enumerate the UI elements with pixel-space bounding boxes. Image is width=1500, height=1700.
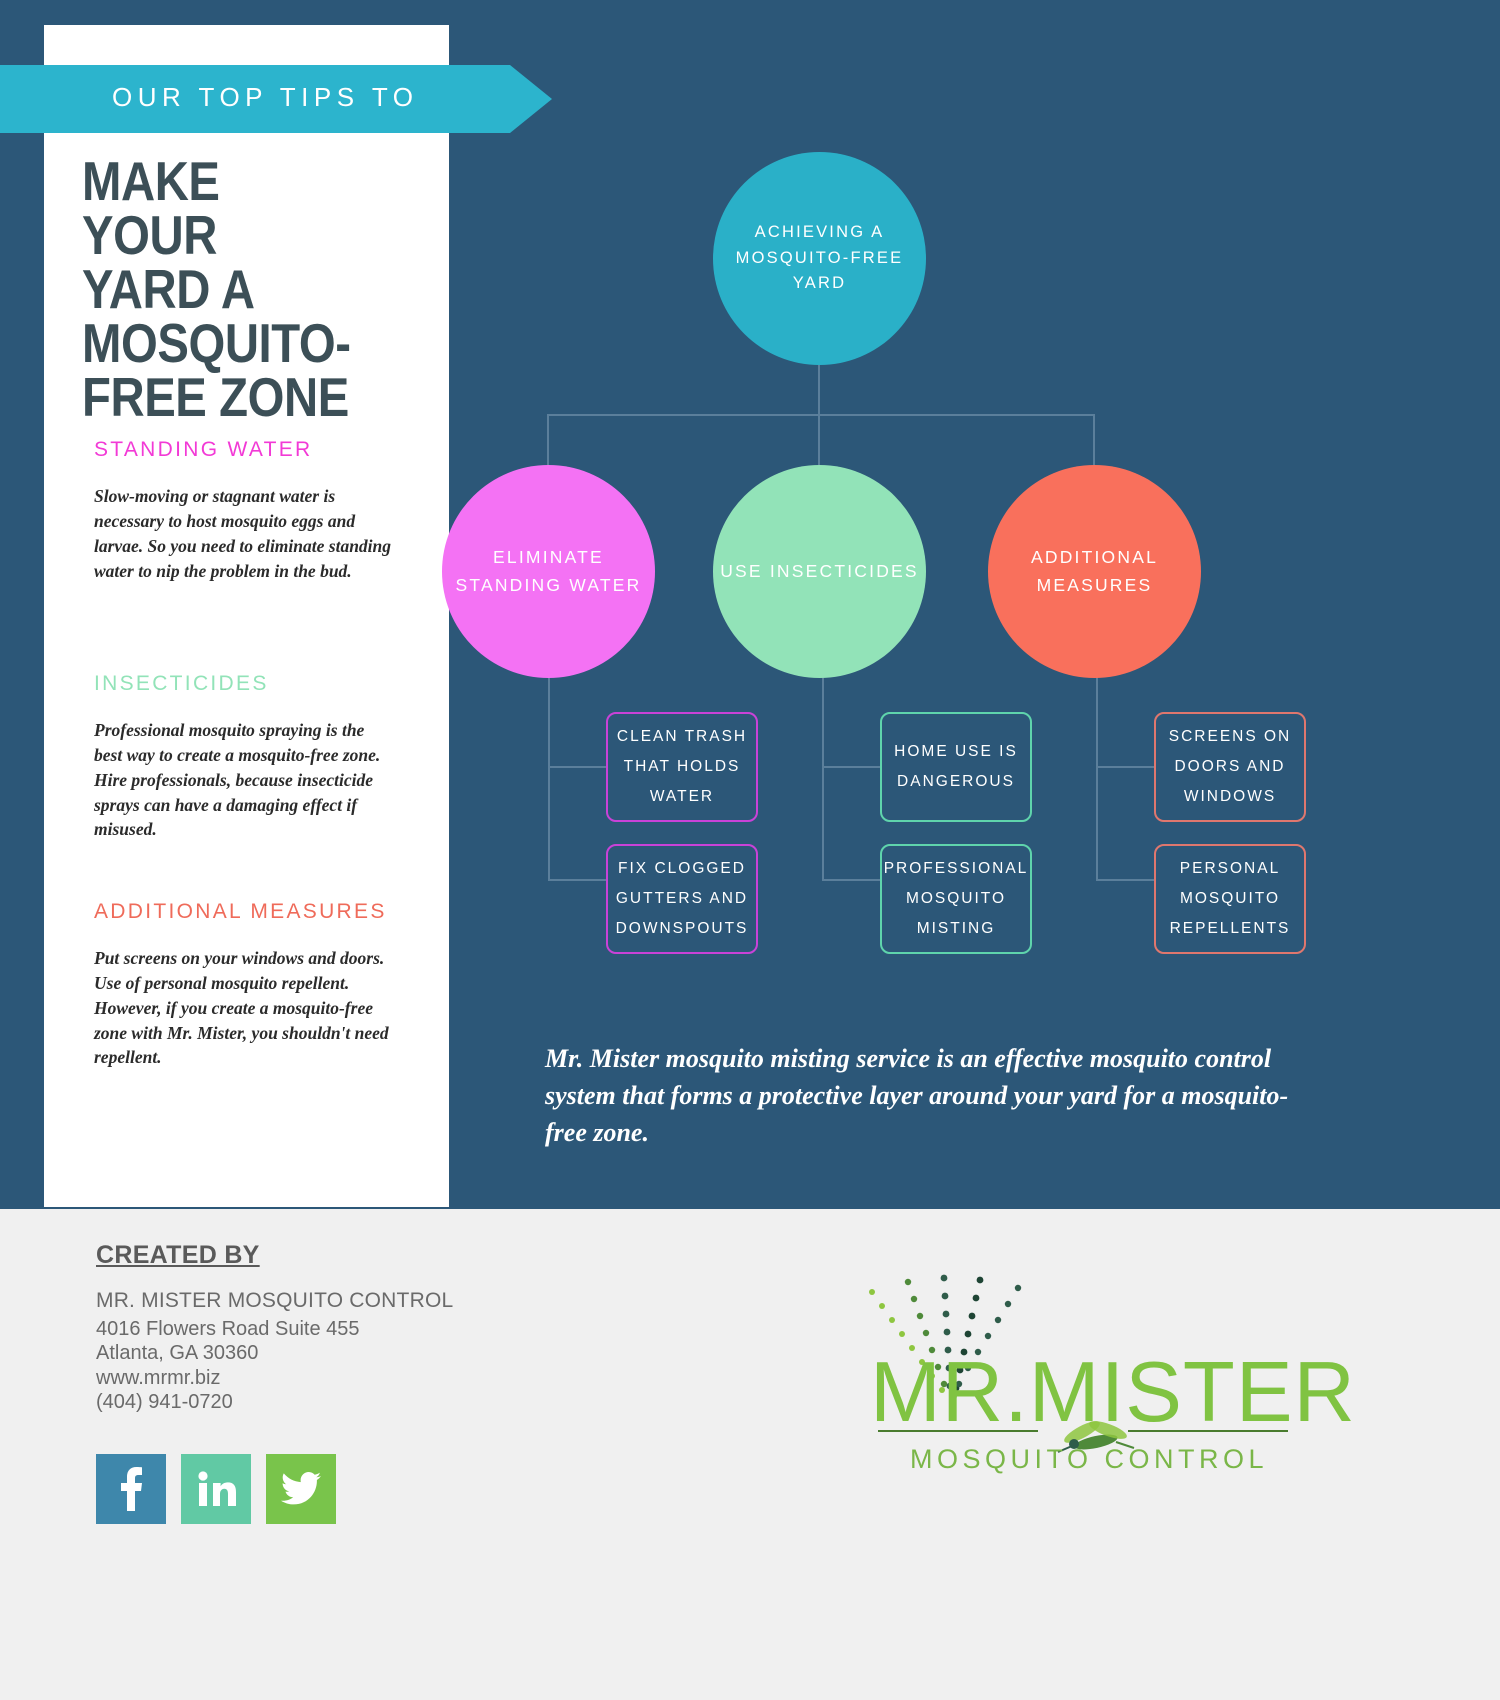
- connector-arm-branch-3-node-2: [1096, 879, 1154, 881]
- connector-stem-branch-1: [548, 676, 550, 881]
- connector-drop-branch-3: [1093, 414, 1095, 466]
- headline-line-3: MOSQUITO-: [82, 311, 351, 374]
- connector-arm-branch-2-node-2: [822, 879, 880, 881]
- diagram-node-branch-1-node-2-label: FIX CLOGGED GUTTERS AND DOWNSPOUTS: [615, 859, 749, 938]
- section-title-additional-measures: ADDITIONAL MEASURES: [94, 900, 387, 923]
- connector-drop-branch-1: [547, 414, 549, 466]
- headline-line-1: MAKE YOUR: [82, 150, 220, 266]
- connector-arm-branch-3-node-1: [1096, 766, 1154, 768]
- connector-drop-branch-2: [818, 414, 820, 466]
- diagram-circle-branch-2-label: USE INSECTICIDES: [720, 560, 919, 581]
- diagram-circle-root[interactable]: ACHIEVING A MOSQUITO-FREE YARD: [713, 152, 926, 365]
- connector-arm-branch-1-node-1: [548, 766, 606, 768]
- ribbon-label: OUR TOP TIPS TO: [112, 82, 419, 112]
- address-line-2: Atlanta, GA 30360: [96, 1342, 259, 1365]
- linkedin-icon[interactable]: [181, 1454, 251, 1524]
- diagram-node-professional-misting[interactable]: PROFESSIONAL MOSQUITO MISTING: [880, 844, 1032, 954]
- diagram-circle-use-insecticides[interactable]: USE INSECTICIDES: [713, 465, 926, 678]
- connector-arm-branch-1-node-2: [548, 879, 606, 881]
- connector-stem-branch-2: [822, 676, 824, 881]
- connector-arm-branch-2-node-1: [822, 766, 880, 768]
- section-title-standing-water: STANDING WATER: [94, 438, 313, 461]
- section-insecticides: INSECTICIDES Professional mosquito spray…: [94, 672, 394, 842]
- logo-rule-right: [1128, 1430, 1288, 1432]
- footer: CREATED BY MR. MISTER MOSQUITO CONTROL 4…: [0, 1207, 1500, 1700]
- diagram-node-personal-repellents[interactable]: PERSONAL MOSQUITO REPELLENTS: [1154, 844, 1306, 954]
- section-body-insecticides: Professional mosquito spraying is the be…: [94, 720, 381, 840]
- logo-sprinkler-icon: [869, 1274, 1022, 1420]
- connector-stem-branch-3: [1096, 676, 1098, 881]
- diagram-node-branch-2-node-2-label: PROFESSIONAL MOSQUITO MISTING: [883, 859, 1029, 938]
- top-tips-ribbon: [0, 65, 510, 133]
- phone-number[interactable]: (404) 941-0720: [96, 1391, 233, 1414]
- twitter-glyph: [281, 1472, 321, 1505]
- diagram-circle-branch-1-label: ELIMINATE STANDING WATER: [455, 547, 642, 595]
- address-line-1: 4016 Flowers Road Suite 455: [96, 1318, 360, 1340]
- diagram-node-fix-clogged-gutters[interactable]: FIX CLOGGED GUTTERS AND DOWNSPOUTS: [606, 844, 758, 954]
- section-title-insecticides: INSECTICIDES: [94, 672, 269, 695]
- social-links: [96, 1454, 336, 1524]
- section-body-additional-measures: Put screens on your windows and doors. U…: [94, 948, 389, 1068]
- connector-root-down: [818, 365, 820, 415]
- diagram-circle-root-label: ACHIEVING A MOSQUITO-FREE YARD: [735, 223, 904, 293]
- section-body-standing-water: Slow-moving or stagnant water is necessa…: [94, 486, 392, 581]
- headline-line-2: YARD A: [82, 257, 255, 320]
- ribbon-arrow-tail: [510, 65, 552, 133]
- mosquito-icon: [1057, 1421, 1135, 1453]
- page-title: MAKE YOUR YARD A MOSQUITO- FREE ZONE: [82, 150, 366, 428]
- lead-paragraph: Mr. Mister mosquito misting service is a…: [545, 1044, 1289, 1148]
- logo-wordmark: MR.MISTER: [870, 1345, 1356, 1440]
- company-name: MR. MISTER MOSQUITO CONTROL: [96, 1289, 454, 1312]
- section-standing-water: STANDING WATER Slow-moving or stagnant w…: [94, 438, 394, 583]
- diagram-node-branch-3-node-1-label: SCREENS ON DOORS AND WINDOWS: [1168, 727, 1292, 806]
- connector-horizontal-bus: [547, 414, 1095, 416]
- created-by-label: CREATED BY: [96, 1241, 260, 1269]
- logo-rule-left: [878, 1430, 1038, 1432]
- diagram-circle-eliminate-standing-water[interactable]: ELIMINATE STANDING WATER: [442, 465, 655, 678]
- diagram-node-branch-1-node-1-label: CLEAN TRASH THAT HOLDS WATER: [616, 727, 748, 806]
- twitter-icon[interactable]: [266, 1454, 336, 1524]
- linkedin-glyph: [198, 1471, 236, 1506]
- diagram-node-home-use-dangerous[interactable]: HOME USE IS DANGEROUS: [880, 712, 1032, 822]
- logo-tagline: MOSQUITO CONTROL: [910, 1444, 1269, 1474]
- diagram-node-clean-trash[interactable]: CLEAN TRASH THAT HOLDS WATER: [606, 712, 758, 822]
- headline-line-4: FREE ZONE: [82, 365, 349, 428]
- website-link[interactable]: www.mrmr.biz: [96, 1366, 221, 1389]
- diagram-node-branch-3-node-2-label: PERSONAL MOSQUITO REPELLENTS: [1169, 859, 1291, 938]
- mr-mister-logo: MR.MISTER MOSQUITO CONTROL: [860, 1244, 1355, 1504]
- facebook-glyph: [121, 1467, 142, 1511]
- diagram-node-screens-doors-windows[interactable]: SCREENS ON DOORS AND WINDOWS: [1154, 712, 1306, 822]
- diagram-circle-additional-measures[interactable]: ADDITIONAL MEASURES: [988, 465, 1201, 678]
- diagram-node-branch-2-node-1-label: HOME USE IS DANGEROUS: [894, 742, 1018, 790]
- facebook-icon[interactable]: [96, 1454, 166, 1524]
- section-additional-measures: ADDITIONAL MEASURES Put screens on your …: [94, 900, 394, 1070]
- diagram-circle-branch-3-label: ADDITIONAL MEASURES: [1030, 547, 1159, 595]
- mosquito-free-yard-diagram: ACHIEVING A MOSQUITO-FREE YARD ELIMINATE…: [442, 152, 1306, 954]
- left-content-card: [44, 25, 449, 1240]
- contact-block: 4016 Flowers Road Suite 455 Atlanta, GA …: [96, 1317, 360, 1415]
